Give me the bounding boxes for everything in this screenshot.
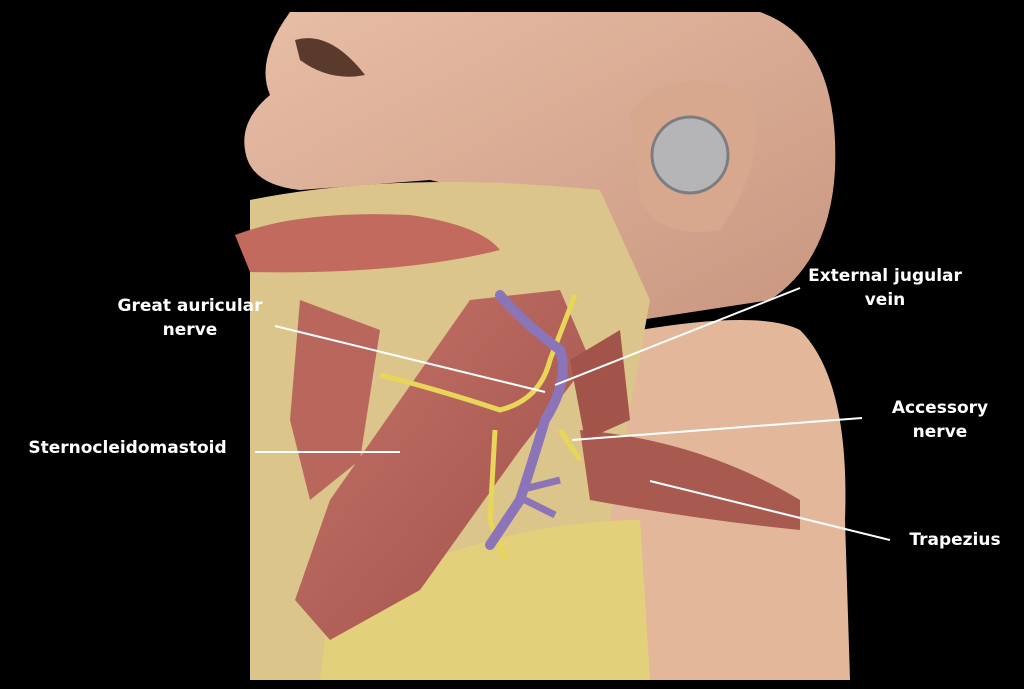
label-line-1: Great auricular [117,296,263,316]
external-jugular-vein [485,290,568,550]
vein-branches [519,476,561,519]
sternocleidomastoid-muscle [295,290,590,640]
platysma-flap [235,214,500,273]
leader-external-jugular [554,287,801,386]
label-external-jugular-vein: External jugular vein [790,264,980,312]
deep-muscle [570,330,630,440]
yellow-fat-lower [320,520,650,680]
leader-great-auricular [274,325,546,393]
leader-accessory [571,417,863,441]
label-line-2: vein [864,290,906,310]
label-trapezius: Trapezius [909,530,1001,550]
cervical-nerve [487,429,508,561]
leader-trapezius [649,480,891,541]
neck-muscle-left [290,300,380,500]
eye [295,38,365,77]
label-line-2: nerve [912,422,968,442]
label-accessory-nerve: Accessory nerve [870,396,1010,444]
label-sternocleidomastoid: Sternocleidomastoid [28,438,227,458]
great-auricular-nerve [379,294,578,413]
leader-lines [255,287,891,541]
label-line-2: nerve [162,320,218,340]
label-line-1: External jugular [808,266,962,286]
label-line-1: Accessory [891,398,989,418]
ear-tag [650,115,730,195]
accessory-nerve [557,428,583,462]
label-great-auricular-nerve: Great auricular nerve [100,294,280,342]
